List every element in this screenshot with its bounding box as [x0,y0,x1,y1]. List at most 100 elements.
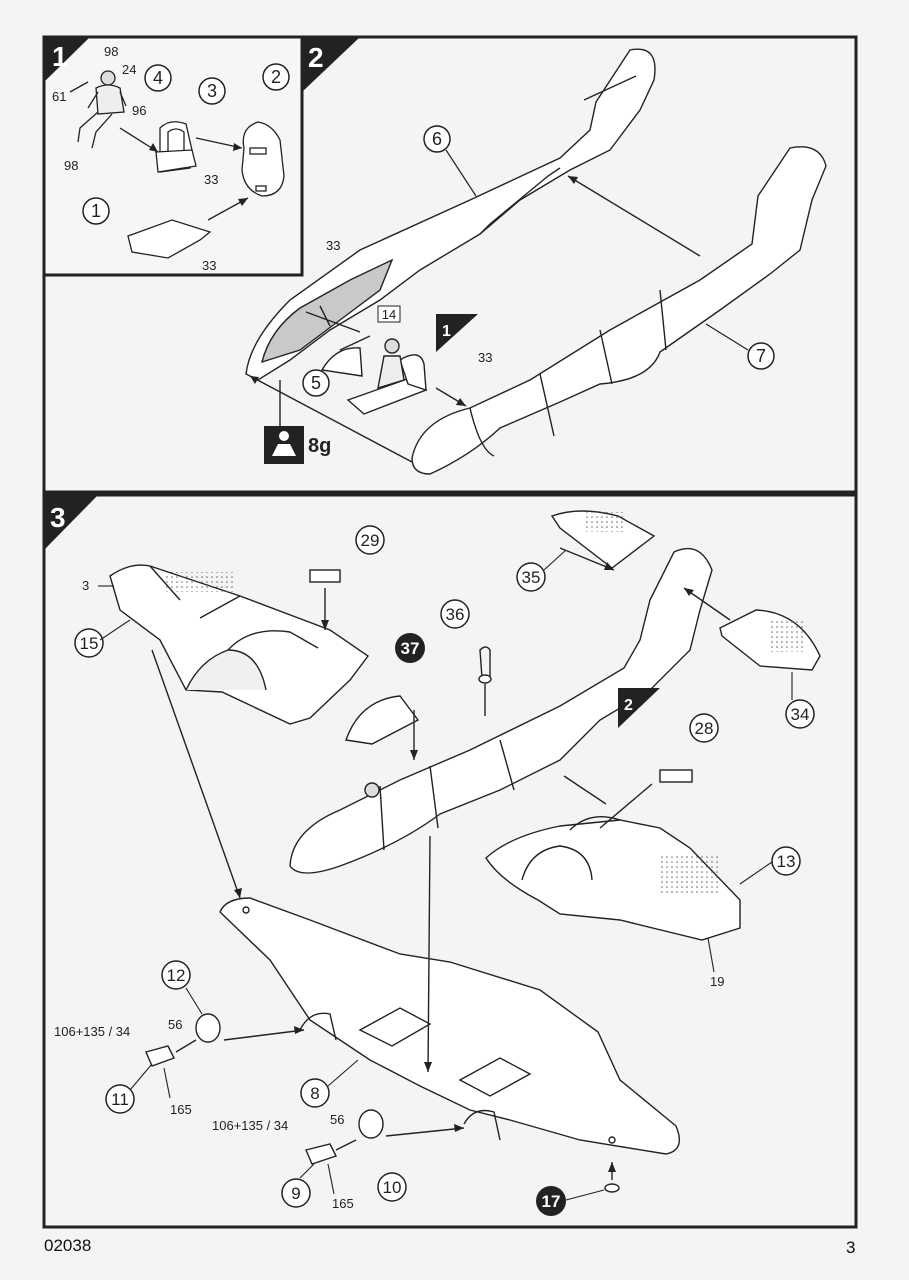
part-2-circle [262,63,290,91]
svg-text:4: 4 [153,68,163,88]
right-wing [485,816,741,941]
svg-text:7: 7 [756,346,766,366]
svg-text:35: 35 [522,568,541,587]
svg-text:8: 8 [310,1084,319,1103]
part-4-circle [144,64,172,92]
ref-106-left: 106+135 / 34 [54,1024,130,1039]
part-9-shape [305,1143,337,1165]
svg-text:17: 17 [542,1192,561,1211]
ref-33-fuselage: 33 [326,238,340,253]
step-3-drawing [109,510,821,1193]
svg-text:1: 1 [91,201,101,221]
fuselage-right-half [411,146,827,475]
part-12-shape [195,1013,221,1043]
fuselage-assembled [289,547,713,874]
step-3-badge: 3 [44,495,98,550]
svg-text:28: 28 [695,719,714,738]
svg-text:2: 2 [624,697,633,714]
part-3-circle [198,77,226,105]
part-8-circle [300,1078,330,1108]
ref-106-right: 106+135 / 34 [212,1118,288,1133]
part-17-circle [536,1186,566,1216]
svg-text:15: 15 [80,634,99,653]
canopy-37 [345,695,420,745]
panel-part [127,219,212,259]
svg-text:13: 13 [777,852,796,871]
ref-56-right: 56 [330,1112,344,1127]
pilot-figure [77,70,127,149]
step-1-badge: 1 [44,37,90,82]
weight-label: 8g [308,435,331,457]
part-5-circle [302,369,330,397]
part-29-circle [355,525,385,555]
ref-96: 96 [132,103,146,118]
svg-text:29: 29 [361,531,380,550]
svg-text:6: 6 [432,129,442,149]
bulkhead-part [241,121,285,197]
seated-pilot [346,338,428,415]
part-36-shape [479,646,491,679]
step-2-badge: 2 [302,37,360,92]
panel-piece [320,347,363,377]
svg-text:5: 5 [311,373,321,393]
part-10-circle [377,1172,407,1202]
ref-56-left: 56 [168,1017,182,1032]
ref-box [377,305,401,323]
part-13-circle [771,846,801,876]
ref-98-top: 98 [104,44,118,59]
part-28-shape [659,769,693,783]
ref-98-bottom: 98 [64,158,78,173]
svg-text:12: 12 [167,966,186,985]
svg-text:3: 3 [50,502,66,533]
svg-text:14: 14 [382,307,396,322]
svg-text:2: 2 [271,67,281,87]
svg-text:11: 11 [111,1090,129,1109]
weight-icon [264,426,304,464]
svg-text:1: 1 [52,41,68,72]
fuselage-left-half [245,48,656,381]
svg-text:2: 2 [308,42,324,73]
lower-wing [219,897,680,1155]
part-28-circle [689,713,719,743]
part-11-circle [105,1084,135,1114]
step-1-drawing [69,70,285,259]
step-ref-2: 2 [618,688,660,728]
part-11-shape [145,1045,175,1067]
ref-165-left: 165 [170,1102,192,1117]
part-15-circle [74,628,104,658]
svg-text:9: 9 [291,1184,300,1203]
step-ref-1: 1 [436,314,478,352]
svg-text:36: 36 [446,605,465,624]
part-29-shape [309,569,341,583]
svg-text:34: 34 [791,705,810,724]
ref-3: 3 [82,578,89,593]
part-35-circle [516,562,546,592]
ref-33-panel: 33 [202,258,216,273]
part-37-circle [395,633,425,663]
ref-33-seat: 33 [204,172,218,187]
footer-page-number: 3 [846,1238,856,1257]
ref-61: 61 [52,89,66,104]
part-1-circle [82,197,110,225]
part-17-shape [604,1183,620,1193]
part-7-circle [747,342,775,370]
ref-33-nose: 33 [478,350,492,365]
ref-19: 19 [710,974,724,989]
ref-165-right: 165 [332,1196,354,1211]
part-10-shape [358,1109,384,1139]
svg-text:3: 3 [207,81,217,101]
step-2-drawing [245,48,827,475]
svg-text:1: 1 [442,323,451,340]
step-3-frame [42,493,858,1229]
footer-code: 02038 [44,1236,92,1255]
left-wing-upper [109,564,369,725]
ref-24: 24 [122,62,136,77]
part-9-circle [281,1178,311,1208]
part-34-circle [785,699,815,729]
part-36-circle [440,599,470,629]
svg-text:37: 37 [401,639,420,658]
seat-part [155,121,197,173]
svg-text:10: 10 [383,1178,402,1197]
part-6-circle [423,125,451,153]
